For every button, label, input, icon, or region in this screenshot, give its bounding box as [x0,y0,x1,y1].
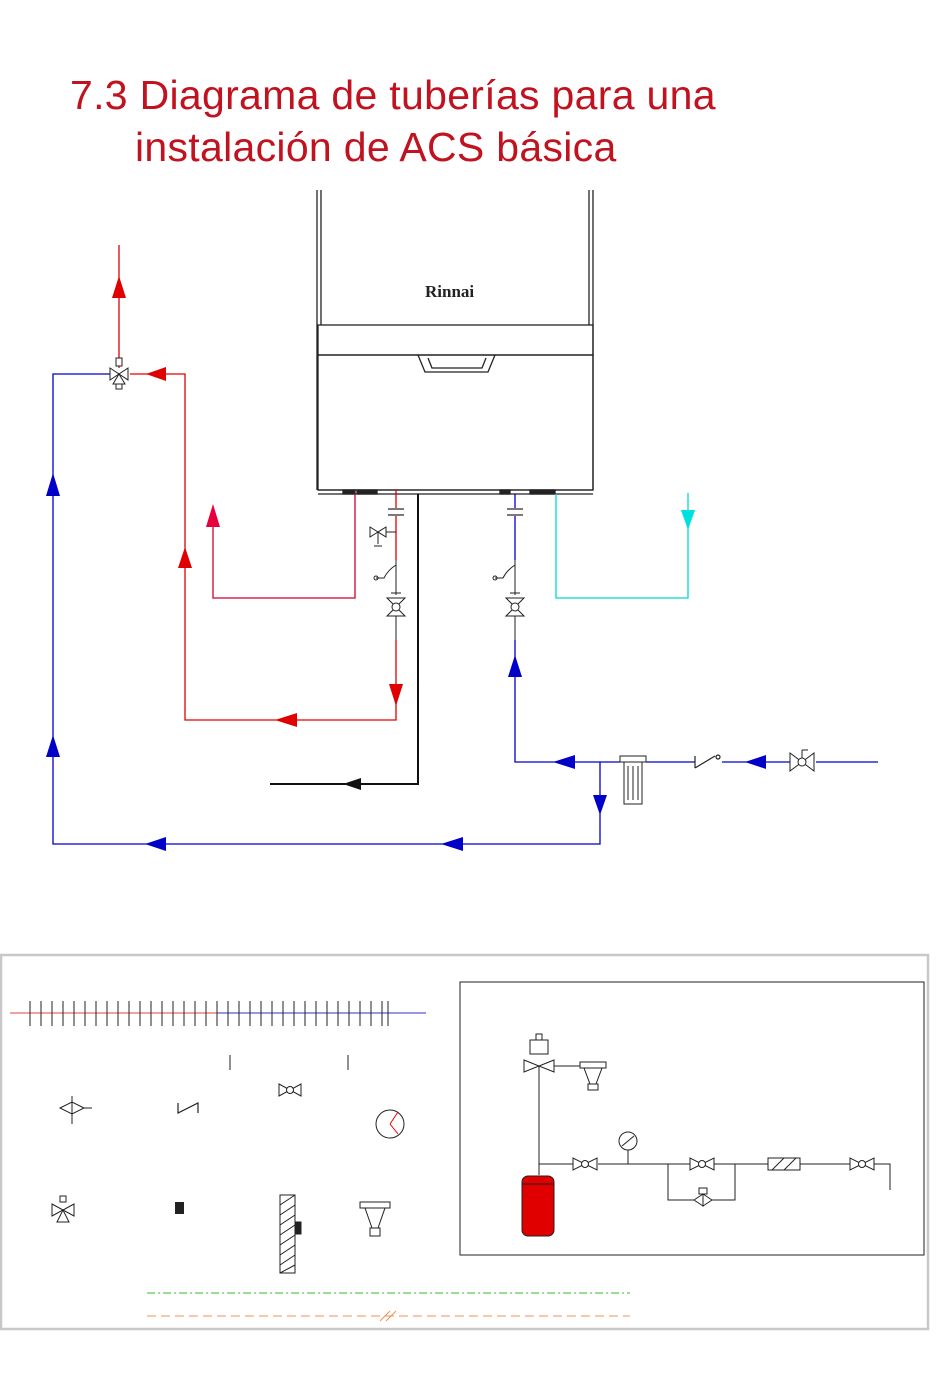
arrow-up-icon [178,547,192,568]
hot-water-pipes [119,245,396,720]
recirculation-hot-pipe [213,494,355,598]
strainer-icon [580,1062,606,1090]
cold-inlet-pipe [556,493,688,598]
arrow-up-icon [46,735,60,757]
cold-water-pipes [53,374,878,844]
pressure-reducer-icon [524,1034,554,1072]
arrow-down-icon [681,510,695,530]
arrow-left-icon [343,778,361,790]
arrow-left-icon [553,755,575,769]
hot-flow-arrows [112,276,403,727]
expansion-vessel-icon [522,1176,554,1236]
arrow-down-icon [389,684,403,706]
arrow-left-icon [146,367,166,381]
relief-valve-icon [370,527,396,546]
check-valve-icon [695,755,720,768]
water-heater-unit [317,190,593,494]
pipe-union-icon [388,509,523,515]
arrow-up-icon [112,276,126,298]
ball-valve-icon [790,750,814,771]
ball-valve-icon [506,598,524,640]
heater-brand-logo: Rinnai [425,282,474,301]
strainer-icon [360,1202,390,1236]
arrow-left-icon [275,713,297,727]
arrow-up-icon [206,504,220,527]
arrow-up-icon [508,655,522,677]
arrow-left-icon [145,837,166,851]
arrow-left-icon [441,837,463,851]
water-meter-icon [768,1158,800,1170]
wall-section-icon [280,1195,301,1273]
arrow-up-icon [46,473,60,496]
arrow-down-icon [593,795,607,815]
relief-valve-icon [694,1188,712,1206]
check-valve-icon [178,1103,198,1113]
arrow-left-icon [745,755,766,769]
pipe-legend-lines [10,1001,426,1070]
pipe-cap-icon [175,1202,184,1214]
pressure-gauge-icon [376,1110,404,1138]
relief-valve-icon [60,1096,92,1124]
filter-icon [620,756,646,804]
mixing-valve-icon [110,358,128,389]
pressure-gauge-icon [619,1132,637,1150]
ball-valve-icon [387,598,405,640]
drain-tap-icon [374,560,520,595]
ball-valve-icon [279,1084,301,1096]
mixing-valve-icon [52,1196,74,1222]
cold-flow-arrows [46,473,766,851]
